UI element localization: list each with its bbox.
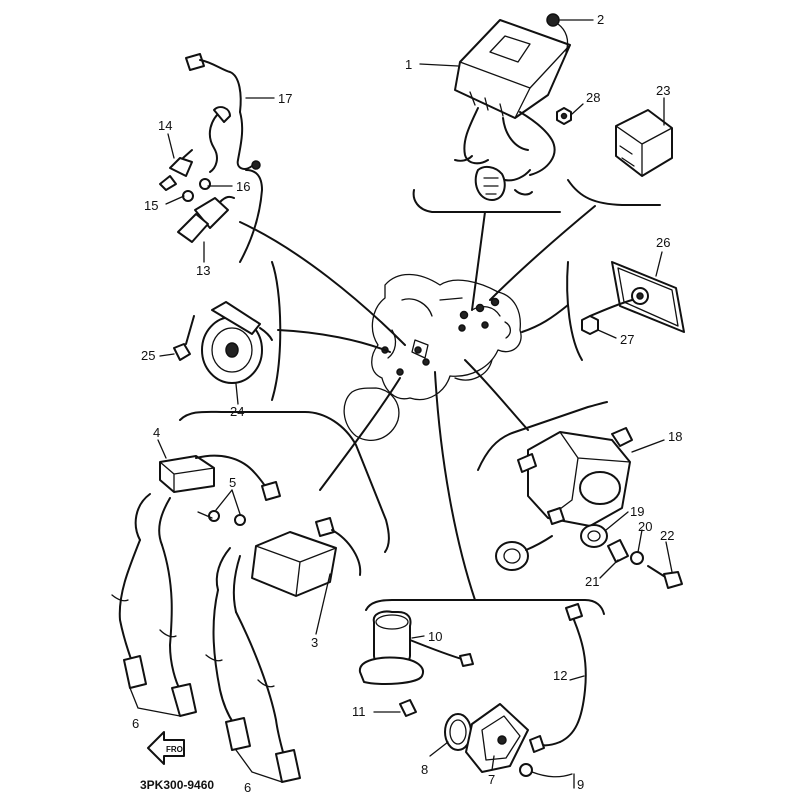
part-23-relay: [615, 109, 673, 177]
callout-8: 8: [421, 762, 428, 777]
starter-connector: [495, 535, 553, 571]
part-24-horn: [201, 301, 273, 384]
callout-5: 5: [229, 475, 236, 490]
callout-1: 1: [405, 57, 412, 72]
part-22-bolt: [647, 565, 683, 589]
callout-leaders: [129, 19, 673, 789]
part-9-screw: [519, 763, 573, 778]
front-arrow-label: FRO: [166, 745, 183, 754]
part-27-nut: [581, 315, 599, 335]
callout-3: 3: [311, 635, 318, 650]
callout-2: 2: [597, 12, 604, 27]
part-7-switch: [465, 703, 529, 773]
callout-4: 4: [153, 425, 160, 440]
part-20-washer: [630, 551, 644, 565]
part-26-rectifier: [589, 261, 685, 333]
part-17-wire-lead: [185, 53, 261, 173]
callout-10: 10: [428, 629, 442, 644]
part-5-bolts: [197, 510, 246, 526]
part-13-sensor: [177, 195, 235, 243]
callout-19: 19: [630, 504, 644, 519]
callout-13: 13: [196, 263, 210, 278]
part-28-nut: [556, 107, 572, 125]
callout-26: 26: [656, 235, 670, 250]
callout-labels: 1 2 3 4 5 6 6 7 8 9 10 11 12 13 14 15 16…: [132, 12, 682, 795]
part-11-screw: [399, 699, 417, 717]
part-1-control-unit: [454, 19, 571, 201]
part-3-ignition-coil: [215, 517, 362, 613]
part-21-sleeve: [607, 539, 629, 563]
part-6-plug-leads: [111, 539, 301, 783]
callout-11: 11: [352, 704, 366, 719]
part-19-starter-cap: [580, 524, 608, 548]
part-2-screw: [546, 13, 569, 53]
callout-12: 12: [553, 668, 567, 683]
part-25-bolt: [173, 315, 195, 361]
engine-outline: [343, 273, 522, 441]
callout-22: 22: [660, 528, 674, 543]
front-direction-arrow: FRO: [147, 731, 185, 765]
diagram-code: 3PK300-9460: [140, 778, 214, 792]
callout-27: 27: [620, 332, 634, 347]
part-16-washer: [199, 178, 211, 190]
part-18-starter-relay: [517, 427, 633, 527]
callout-6-upper: 6: [132, 716, 139, 731]
callout-24: 24: [230, 404, 244, 419]
group-brackets: [179, 169, 661, 615]
callout-25: 25: [141, 348, 155, 363]
part-14-switch: [159, 149, 193, 191]
part-4-ignition-coil: [134, 454, 281, 546]
callout-28: 28: [586, 90, 600, 105]
part-12-lead-wire: [529, 603, 587, 753]
callout-7: 7: [488, 772, 495, 787]
callout-9: 9: [577, 777, 584, 792]
callout-14: 14: [158, 118, 172, 133]
connector-lines: [239, 205, 596, 601]
callout-21: 21: [585, 574, 599, 589]
callout-6-lower: 6: [244, 780, 251, 795]
callout-16: 16: [236, 179, 250, 194]
callout-20: 20: [638, 519, 652, 534]
callout-17: 17: [278, 91, 292, 106]
part-10-sender-unit: [358, 610, 474, 685]
callout-23: 23: [656, 83, 670, 98]
callout-18: 18: [668, 429, 682, 444]
callout-15: 15: [144, 198, 158, 213]
